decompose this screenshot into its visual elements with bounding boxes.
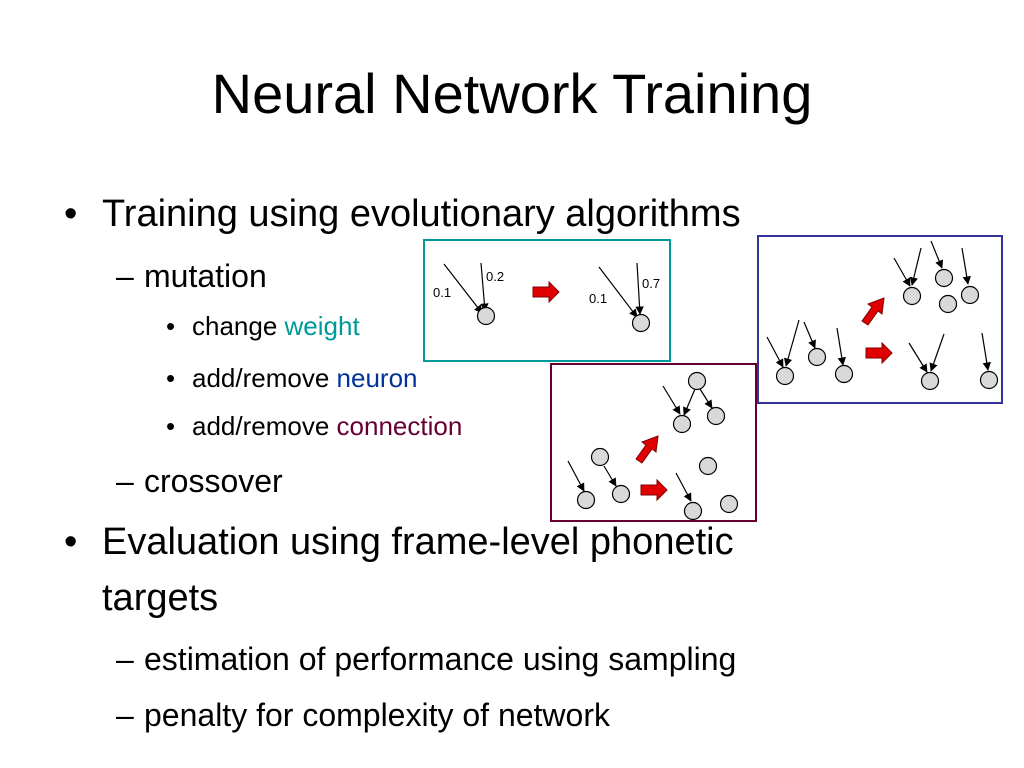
bullet-marker: •: [166, 411, 176, 441]
neuron-node: [902, 286, 922, 306]
neuron-after: 0.1 0.7: [589, 262, 660, 333]
connection-arrow: [683, 388, 696, 416]
highlight-neuron: neuron: [336, 363, 418, 393]
neuron-node: [960, 285, 980, 305]
connection-arrow: [662, 385, 681, 415]
dash-marker: –: [116, 641, 134, 677]
neuron-mutation-box: [757, 235, 1003, 404]
connection-arrow: [908, 342, 928, 373]
bullet-text: Training using evolutionary algorithms: [102, 193, 741, 235]
connection-arrow: [961, 247, 971, 285]
weight-box-border: [423, 239, 671, 362]
connection-arrow: [598, 266, 638, 318]
bullet-evaluation-continued: targets: [102, 577, 219, 619]
neuron-node: [576, 490, 596, 510]
weight-label: 0.1: [433, 285, 451, 300]
connection-arrow: [893, 257, 911, 287]
bullet-marker: •: [64, 521, 78, 563]
neuron-node: [807, 347, 827, 367]
connection-arrow: [930, 240, 944, 269]
transform-arrow: [861, 297, 885, 326]
connection-arrow: [480, 262, 489, 312]
sub-bullet-text: mutation: [144, 258, 267, 294]
connection-arrow: [635, 262, 644, 315]
neuron-node: [706, 406, 726, 426]
item-text: change: [192, 311, 285, 341]
bullet-marker: •: [166, 311, 176, 341]
transform-arrow: [640, 478, 668, 502]
bullet-text: Evaluation using frame-level phonetic: [102, 521, 734, 563]
connection-mutation-box: [550, 363, 757, 522]
item-text: add/remove: [192, 411, 337, 441]
connection-arrow: [909, 247, 922, 286]
sub-bullet-text: penalty for complexity of network: [144, 697, 610, 733]
connection-arrow: [929, 333, 945, 372]
neuron-box-border: [757, 235, 1003, 404]
dash-marker: –: [116, 258, 134, 294]
transform-arrow: [532, 280, 560, 304]
weight-mutation-box: 0.1 0.2 0.1 0.7: [423, 239, 671, 362]
neuron-node: [698, 456, 718, 476]
sub-bullet-text: crossover: [144, 463, 283, 499]
neuron-node: [672, 414, 692, 434]
bullet-marker: •: [64, 193, 78, 235]
weight-label: 0.7: [642, 276, 660, 291]
neuron-node: [683, 501, 703, 521]
neuron-node: [590, 447, 610, 467]
transform-arrow: [865, 341, 893, 365]
neuron-node: [834, 364, 854, 384]
connection-arrow: [803, 321, 816, 349]
neuron-node: [934, 268, 954, 288]
connection-arrow: [766, 336, 784, 368]
neuron-node: [476, 306, 496, 326]
connection-arrow: [981, 332, 991, 371]
neuron-before: 0.1 0.2: [433, 262, 504, 326]
neuron-node: [775, 366, 795, 386]
neuron-node: [631, 313, 651, 333]
dash-marker: –: [116, 697, 134, 733]
weight-label: 0.2: [486, 269, 504, 284]
item-text: add/remove: [192, 363, 337, 393]
slide-title: Neural Network Training: [211, 62, 813, 125]
connection-arrow: [836, 327, 846, 366]
connection-arrow: [699, 388, 713, 409]
highlight-connection: connection: [336, 411, 463, 441]
neuron-node: [920, 371, 940, 391]
weight-label: 0.1: [589, 291, 607, 306]
neuron-node: [979, 370, 999, 390]
connection-arrow: [603, 465, 617, 487]
highlight-weight: weight: [284, 311, 360, 341]
neuron-node: [938, 294, 958, 314]
transform-arrow: [635, 435, 659, 464]
neuron-node: [611, 484, 631, 504]
connection-arrow: [443, 263, 483, 314]
neuron-node: [719, 494, 739, 514]
connection-arrow: [675, 472, 692, 502]
dash-marker: –: [116, 463, 134, 499]
sub-bullet-text: estimation of performance using sampling: [144, 641, 737, 677]
connection-arrow: [567, 460, 585, 492]
neuron-node: [687, 371, 707, 391]
connection-arrow: [784, 319, 800, 367]
bullet-marker: •: [166, 363, 176, 393]
